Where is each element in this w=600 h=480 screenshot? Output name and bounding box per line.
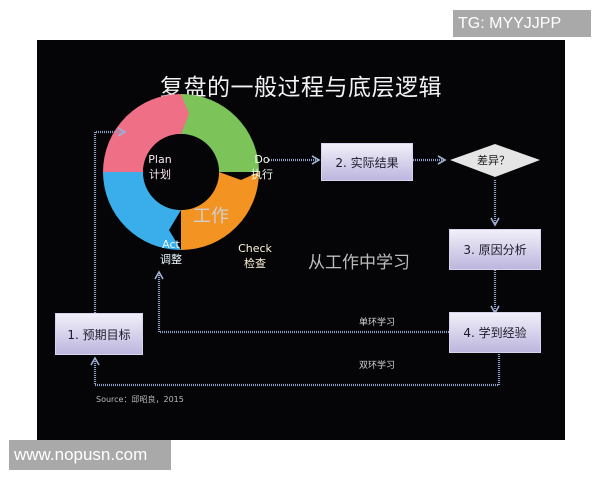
step-2-box: 2. 实际结果 [321,143,413,181]
act-segment [103,172,181,250]
do-segment [181,94,259,172]
single-loop-label: 单环学习 [359,318,396,328]
decision-diamond [450,144,540,177]
step-3-box: 3. 原因分析 [449,229,541,270]
watermark-top-right: TG: MYYJJPP [453,10,591,37]
step-4-box: 4. 学到经验 [449,312,541,353]
watermark-bottom-left: www.nopusn.com [9,440,171,470]
learn-from-work-label: 从工作中学习 [308,253,410,273]
source-label: Source：邱昭良，2015 [96,395,184,404]
diagram-slide: 复盘的一般过程与底层逻辑 Pla [37,40,565,440]
double-loop-label: 双环学习 [359,361,396,371]
decision-label: 差异？ [477,154,510,167]
cycle-and-connectors [90,94,540,387]
step-1-box: 1. 预期目标 [55,313,143,355]
check-segment [181,172,259,250]
cycle-center-label: 工作 [193,206,229,227]
slide-title: 复盘的一般过程与底层逻辑 [160,75,442,101]
pdca-ring [103,94,259,250]
plan-segment [103,94,181,172]
